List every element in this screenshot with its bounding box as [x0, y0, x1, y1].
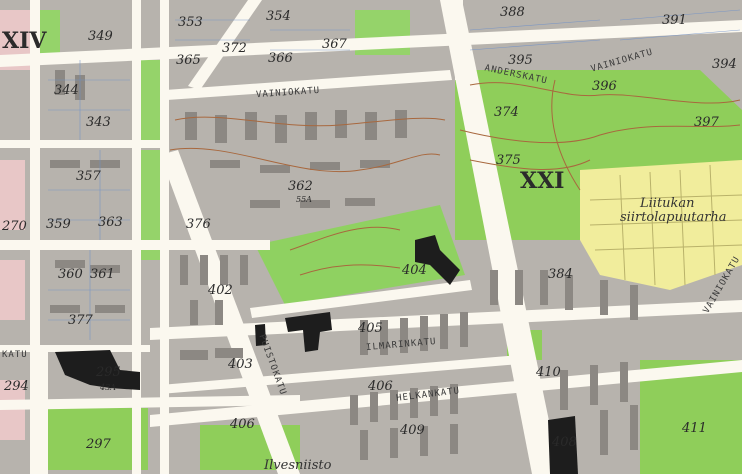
block-362: 362 [288, 179, 313, 194]
pink-block-4 [0, 380, 25, 440]
block-409: 409 [400, 423, 425, 438]
block-295: 295 [96, 365, 121, 380]
block-408: 408 [552, 435, 577, 450]
block-357: 357 [76, 169, 101, 184]
block-354: 354 [266, 9, 291, 24]
block-377: 377 [68, 313, 93, 328]
block-349: 349 [88, 29, 113, 44]
block-402: 402 [208, 283, 233, 298]
block-sublabel-43a: 43A [100, 383, 116, 392]
block-343: 343 [86, 115, 111, 130]
park-central [255, 205, 465, 305]
block-363: 363 [98, 215, 123, 230]
block-406a: 406 [368, 379, 393, 394]
block-411: 411 [682, 421, 707, 436]
block-388: 388 [500, 5, 525, 20]
block-294: 294 [4, 379, 29, 394]
block-374: 374 [494, 105, 519, 120]
block-391: 391 [662, 13, 687, 28]
block-359: 359 [46, 217, 71, 232]
park-297 [48, 408, 148, 470]
block-404: 404 [402, 263, 427, 278]
district-label-xiv: XIV [2, 28, 47, 54]
block-375: 375 [496, 153, 521, 168]
block-360: 360 [58, 267, 83, 282]
park-name-siirtolapuutarha: siirtolapuutarha [620, 210, 727, 225]
building-footprints [50, 70, 638, 460]
block-397: 397 [694, 115, 719, 130]
allotment-grid [589, 164, 742, 286]
block-366: 366 [268, 51, 293, 66]
road-diagonal-east [440, 0, 560, 474]
block-403: 403 [228, 357, 253, 372]
road-diagonal-west [160, 150, 300, 474]
block-394: 394 [712, 57, 737, 72]
block-344: 344 [54, 83, 79, 98]
block-406b: 406 [230, 417, 255, 432]
block-410: 410 [536, 365, 561, 380]
block-297: 297 [86, 437, 111, 452]
pink-block-3 [0, 260, 25, 320]
park-name-ilvesniisto: Ilvesniisto [264, 458, 332, 473]
park-name-litukan: Liitukan [640, 196, 695, 211]
park-strip-2 [140, 150, 162, 260]
public-buildings [55, 235, 578, 474]
plot-lines [48, 9, 741, 340]
block-361: 361 [90, 267, 115, 282]
block-367: 367 [322, 37, 347, 52]
block-376: 376 [186, 217, 211, 232]
block-270: 270 [2, 219, 27, 234]
pink-block-2 [0, 160, 25, 230]
block-395: 395 [508, 53, 533, 68]
block-396: 396 [592, 79, 617, 94]
block-353: 353 [178, 15, 203, 30]
block-372: 372 [222, 41, 247, 56]
block-365: 365 [176, 53, 201, 68]
street-katu-west: KATU [2, 350, 28, 360]
block-sublabel-55a: 55A [296, 195, 312, 204]
block-384: 384 [548, 267, 573, 282]
district-label-xxi: XXI [520, 168, 565, 194]
contour-lines [169, 79, 741, 276]
block-405: 405 [358, 321, 383, 336]
park-northwest [38, 10, 60, 55]
